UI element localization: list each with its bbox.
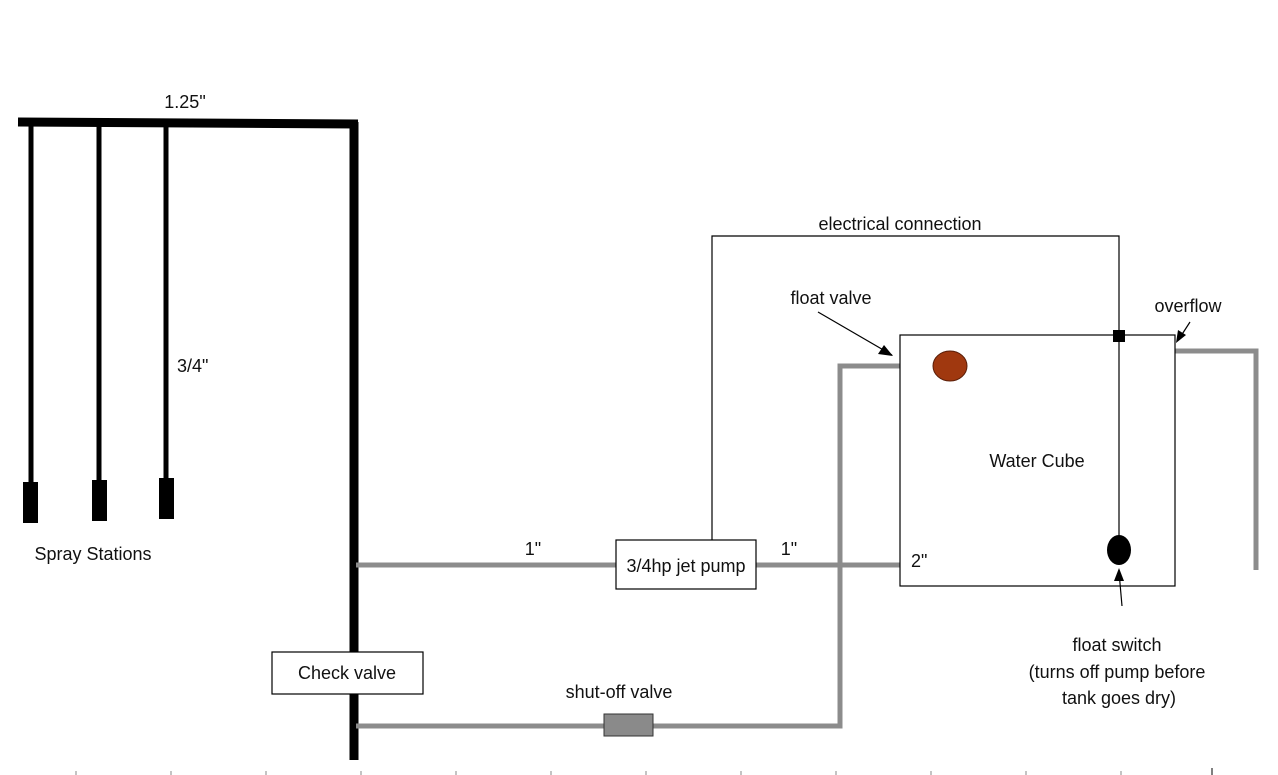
spray-nozzle-2 (92, 480, 107, 521)
float-switch-arrowhead (1114, 568, 1124, 581)
shut-off-valve-label: shut-off valve (566, 682, 673, 702)
spray-stations-label: Spray Stations (34, 544, 151, 564)
pump-outlet-pipe-size-label: 1" (781, 539, 797, 559)
electrical-junction (1113, 330, 1125, 342)
check-valve-label: Check valve (298, 663, 396, 683)
check-valve-box (271, 651, 424, 695)
refill-pipe (356, 363, 904, 729)
bottom-tick-marks (75, 768, 1213, 775)
shut-off-valve-body (603, 713, 654, 737)
float-switch-label-line1: float switch (1072, 635, 1161, 655)
float-valve-arrowhead (878, 345, 893, 356)
float-switch (1107, 535, 1131, 565)
float-switch-label-line2: (turns off pump before (1029, 662, 1206, 682)
water-cube-label: Water Cube (989, 451, 1084, 471)
header-pipe-size-label: 1.25" (164, 92, 205, 112)
electrical-wire (711, 235, 1120, 540)
float-switch-label-line3: tank goes dry) (1062, 688, 1176, 708)
overflow-pipe (1175, 348, 1259, 570)
pump-inlet-pipe-size-label: 1" (525, 539, 541, 559)
pump-label: 3/4hp jet pump (626, 556, 745, 576)
header-pipe (17, 117, 359, 129)
spray-nozzle-3 (159, 478, 174, 519)
drop-pipe-size-label: 3/4" (177, 356, 208, 376)
pump-box (615, 539, 757, 590)
float-valve-arrow-line (817, 311, 893, 356)
electrical-connection-label: electrical connection (818, 214, 981, 234)
overflow-arrowhead (1176, 330, 1186, 343)
tank-outlet-pipe-size-label: 2" (911, 551, 927, 571)
spray-nozzle-1 (23, 482, 38, 523)
float-valve-label: float valve (790, 288, 871, 308)
overflow-label: overflow (1154, 296, 1222, 316)
float-valve-ball (932, 350, 968, 382)
